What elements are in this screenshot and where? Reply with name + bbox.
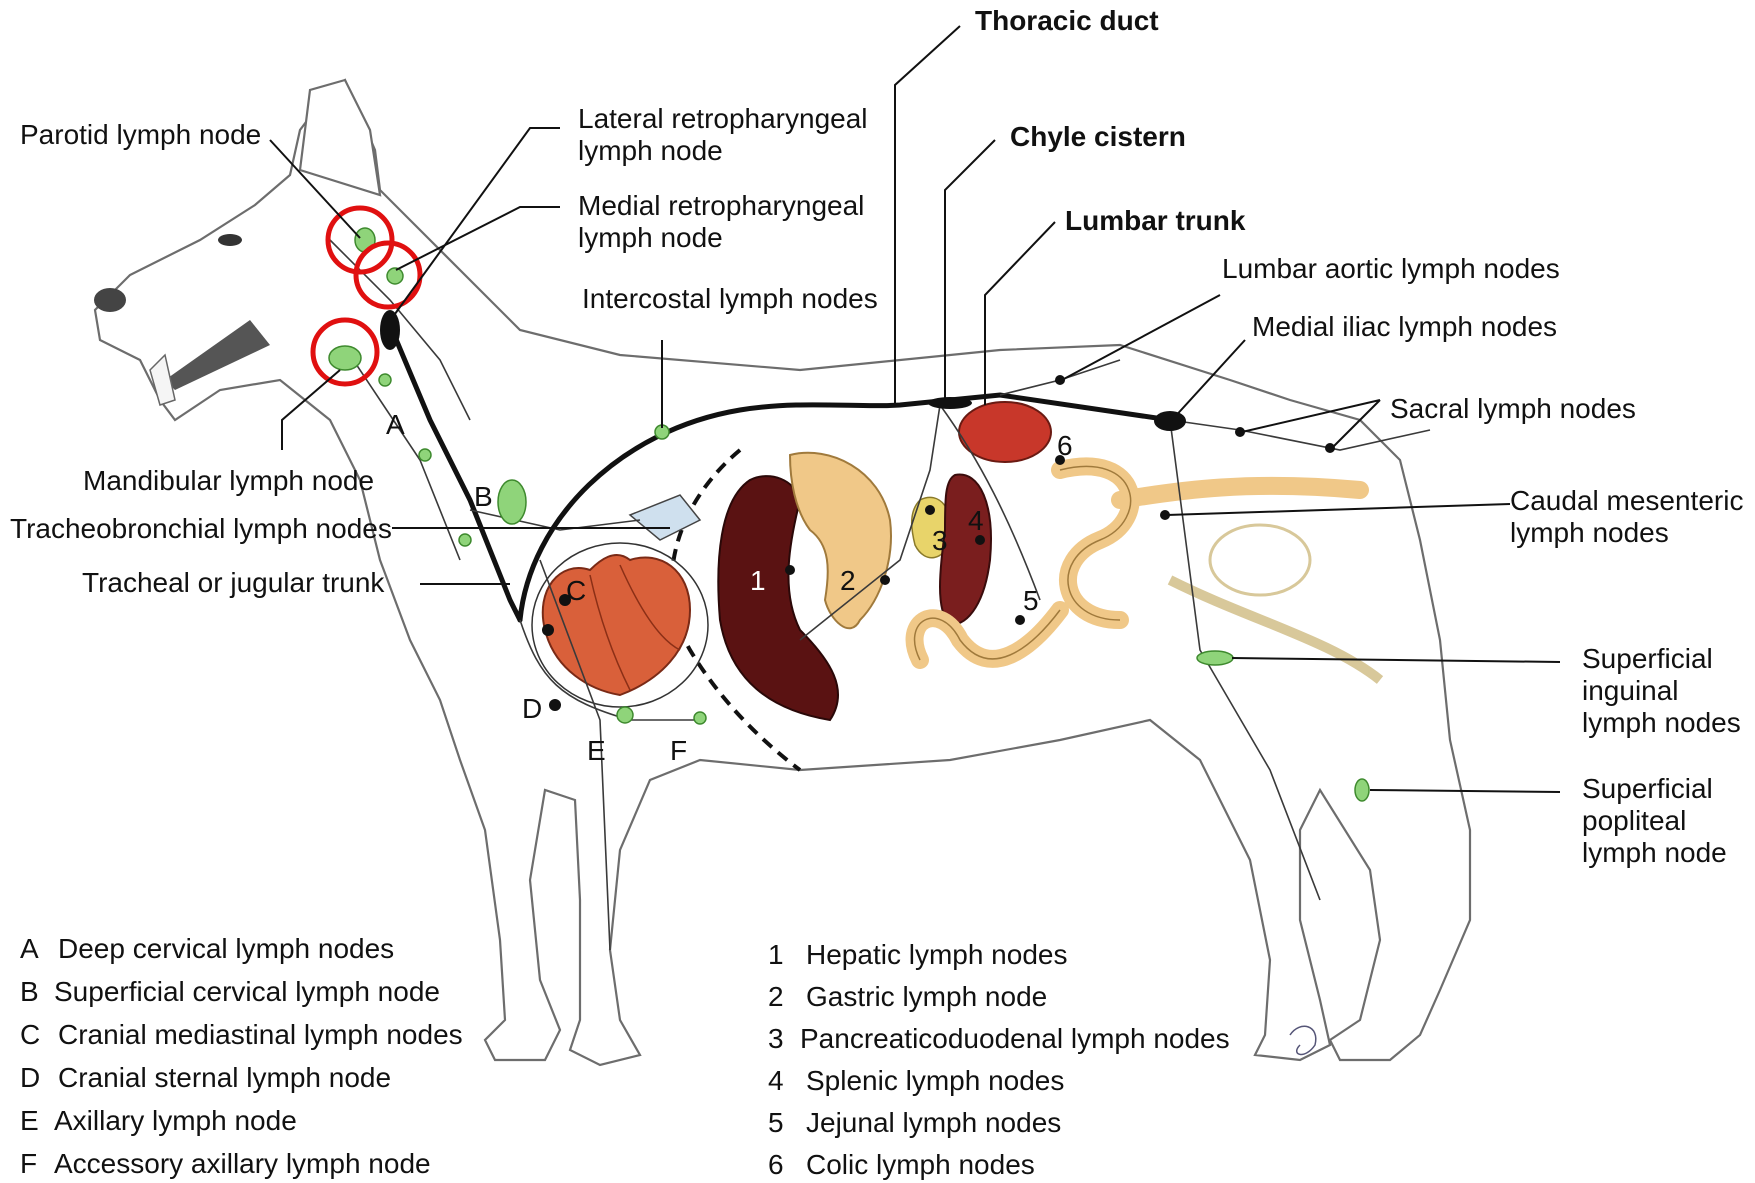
hepatic-node: [785, 565, 795, 575]
label-tracheal-trunk: Tracheal or jugular trunk: [82, 567, 385, 598]
label-caudal-mes-1: Caudal mesenteric: [1510, 485, 1743, 516]
eye: [218, 234, 242, 246]
gastric-node: [880, 575, 890, 585]
legend-num-text-5: Colic lymph nodes: [806, 1149, 1035, 1180]
legend-text-0: Deep cervical lymph nodes: [58, 933, 394, 964]
label-lumbar-trunk: Lumbar trunk: [1065, 205, 1246, 236]
label-lumbar-aortic: Lumbar aortic lymph nodes: [1222, 253, 1560, 284]
label-tracheobronchial: Tracheobronchial lymph nodes: [10, 513, 392, 544]
legend-num-text-0: Hepatic lymph nodes: [806, 939, 1067, 970]
label-sup-popliteal-1: Superficial: [1582, 773, 1713, 804]
legend-text-1: Superficial cervical lymph node: [54, 976, 440, 1007]
label-lat-retro-2: lymph node: [578, 135, 723, 166]
legend-key-1: B: [20, 976, 39, 1007]
label-intercostal: Intercostal lymph nodes: [582, 283, 878, 314]
deep-cervical-node-2: [419, 449, 431, 461]
legend-key-5: F: [20, 1148, 37, 1179]
marker-2: 2: [840, 565, 856, 596]
legend-letters: A Deep cervical lymph nodes B Superficia…: [20, 933, 463, 1179]
legend-num-text-3: Splenic lymph nodes: [806, 1065, 1064, 1096]
kidney: [959, 402, 1051, 462]
pancreaticoduodenal-node: [925, 505, 935, 515]
medial-iliac-node: [1154, 411, 1186, 431]
legend-num-key-2: 3: [768, 1023, 784, 1054]
legend-num-key-5: 6: [768, 1149, 784, 1180]
marker-E: E: [587, 735, 606, 766]
cranial-sternal-node: [549, 699, 561, 711]
label-sup-inguinal-3: lymph nodes: [1582, 707, 1741, 738]
legend-num-text-4: Jejunal lymph nodes: [806, 1107, 1061, 1138]
legend-num-key-3: 4: [768, 1065, 784, 1096]
legend-num-key-1: 2: [768, 981, 784, 1012]
medial-retropharyngeal-node: [387, 268, 403, 284]
lateral-retropharyngeal-node: [380, 310, 400, 350]
label-thoracic-duct: Thoracic duct: [975, 5, 1159, 36]
sacral-node-2: [1325, 443, 1335, 453]
legend-key-3: D: [20, 1062, 40, 1093]
legend-num-key-0: 1: [768, 939, 784, 970]
label-medial-iliac: Medial iliac lymph nodes: [1252, 311, 1557, 342]
label-caudal-mes-2: lymph nodes: [1510, 517, 1669, 548]
jejunal-node: [1015, 615, 1025, 625]
legend-key-2: C: [20, 1019, 40, 1050]
label-mandibular: Mandibular lymph node: [83, 465, 374, 496]
legend-text-3: Cranial sternal lymph node: [58, 1062, 391, 1093]
label-sup-popliteal-3: lymph node: [1582, 837, 1727, 868]
marker-4: 4: [968, 505, 984, 536]
label-med-retro-1: Medial retropharyngeal: [578, 190, 864, 221]
chyle-cistern-node: [928, 397, 972, 409]
superficial-cervical-node: [498, 480, 526, 524]
marker-F: F: [670, 735, 687, 766]
legend-key-4: E: [20, 1105, 39, 1136]
superficial-popliteal-node: [1355, 779, 1369, 801]
label-chyle-cistern: Chyle cistern: [1010, 121, 1186, 152]
legend-text-5: Accessory axillary lymph node: [54, 1148, 431, 1179]
legend-key-0: A: [20, 933, 39, 964]
label-sup-inguinal-2: inguinal: [1582, 675, 1679, 706]
marker-C: C: [566, 575, 586, 606]
cranial-mediastinal-node-2: [542, 624, 554, 636]
deep-cervical-node-3: [459, 534, 471, 546]
deep-cervical-node-1: [379, 374, 391, 386]
label-sup-inguinal-1: Superficial: [1582, 643, 1713, 674]
legend-num-text-2: Pancreaticoduodenal lymph nodes: [800, 1023, 1230, 1054]
leader-thoracic-duct: [895, 26, 960, 405]
legend-text-2: Cranial mediastinal lymph nodes: [58, 1019, 463, 1050]
label-med-retro-2: lymph node: [578, 222, 723, 253]
legend-text-4: Axillary lymph node: [54, 1105, 297, 1136]
label-sup-popliteal-2: popliteal: [1582, 805, 1686, 836]
marker-D: D: [522, 693, 542, 724]
marker-B: B: [474, 481, 493, 512]
superficial-inguinal-node: [1197, 651, 1233, 665]
marker-6: 6: [1057, 430, 1073, 461]
splenic-node: [975, 535, 985, 545]
marker-5: 5: [1023, 585, 1039, 616]
label-parotid: Parotid lymph node: [20, 119, 261, 150]
legend-num-text-1: Gastric lymph node: [806, 981, 1047, 1012]
legend-numbers: 1 Hepatic lymph nodes 2 Gastric lymph no…: [768, 939, 1230, 1180]
accessory-axillary-node: [694, 712, 706, 724]
mandibular-node: [329, 346, 361, 370]
label-sacral: Sacral lymph nodes: [1390, 393, 1636, 424]
marker-1: 1: [750, 565, 766, 596]
marker-3: 3: [932, 525, 948, 556]
nose: [94, 288, 126, 312]
legend-num-key-4: 5: [768, 1107, 784, 1138]
marker-A: A: [386, 409, 405, 440]
label-lat-retro-1: Lateral retropharyngeal: [578, 103, 868, 134]
axillary-node: [617, 707, 633, 723]
